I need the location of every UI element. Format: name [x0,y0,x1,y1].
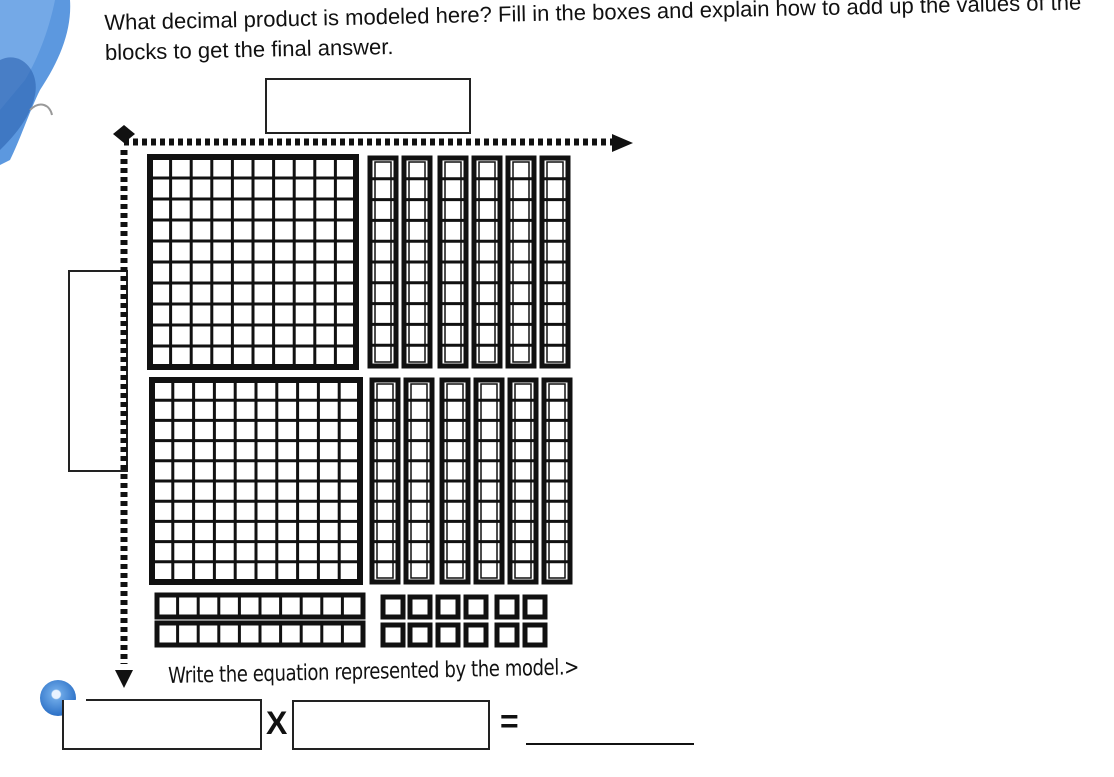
unit-square-8 [407,622,433,648]
unit-square-1 [380,594,406,620]
product-answer-line[interactable] [526,743,694,745]
times-symbol: X [266,705,288,741]
equation-factor-1-cap [86,699,262,701]
unit-square-9 [435,622,461,648]
unit-square-12 [522,622,548,648]
unit-square-10 [463,622,489,648]
top-axis-arrow-icon [612,134,633,152]
unit-square-7 [380,622,406,648]
equation-factor-1-box[interactable] [62,700,262,750]
unit-square-5 [494,594,520,620]
blue-paint-splash [0,0,71,165]
top-dimension-box[interactable] [265,78,471,134]
left-axis-arrow-icon [115,670,133,688]
equals-symbol: = [500,703,519,739]
unit-square-3 [435,594,461,620]
equation-factor-2-box[interactable] [292,700,490,750]
unit-square-11 [494,622,520,648]
unit-square-4 [463,594,489,620]
origin-diamond-icon [113,125,135,143]
unit-square-6 [522,594,548,620]
unit-square-2 [407,594,433,620]
